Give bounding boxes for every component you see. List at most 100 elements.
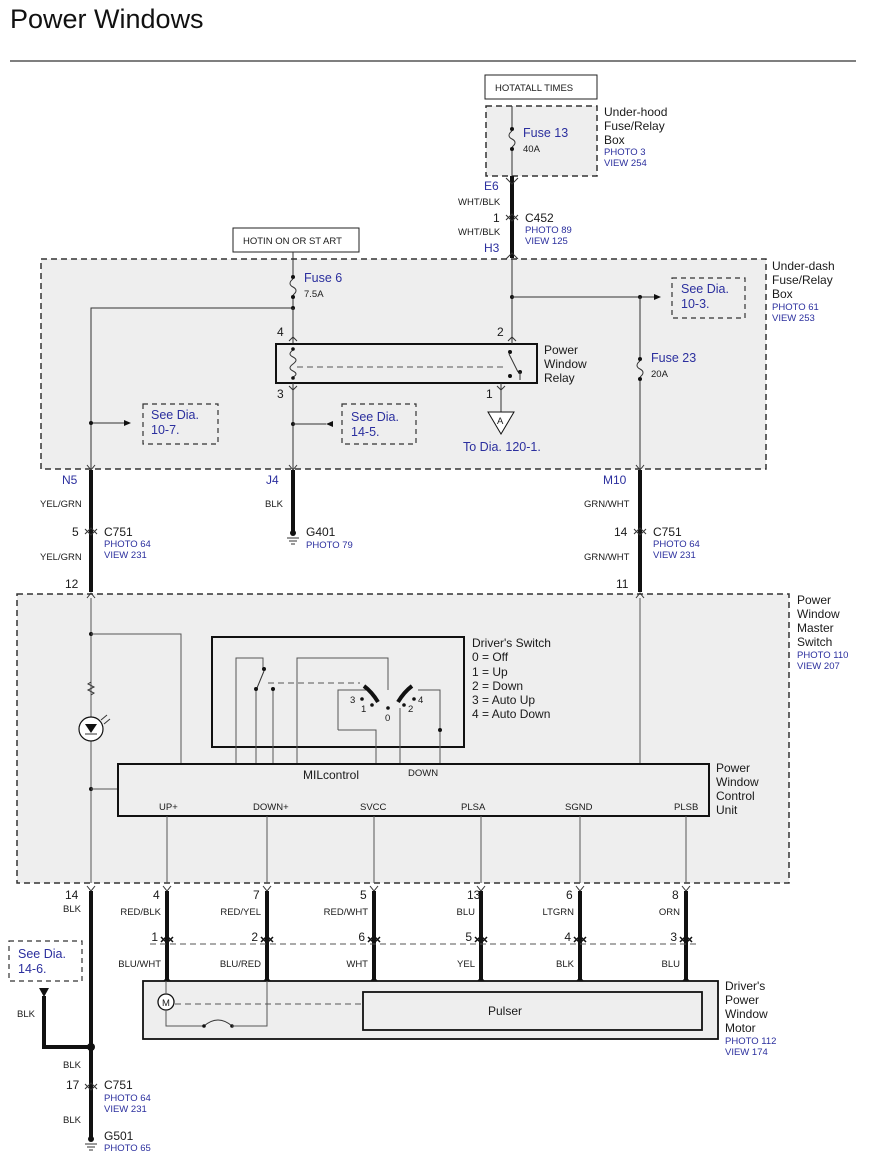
wire-to-ground: BLK [63,1115,82,1126]
lower-wire-pin: 13 [467,888,481,902]
relay-name-1: Power [544,343,578,357]
ref-14-5-line1: See Dia. [351,410,399,424]
g401-label: G401 [306,525,336,539]
fuse23-rating: 20A [651,369,669,380]
ground-splice-dot [87,1043,95,1051]
c751-ground-down [84,1083,98,1091]
c452-bottom-terminal [505,252,519,260]
c452-pin-bottom: H3 [484,241,500,255]
underdash-name-3: Box [772,287,793,301]
master-name-1: Power [797,593,831,607]
mid-wire: BLK [265,499,284,510]
relay-contact-arm [508,353,519,373]
control-name-4: Unit [716,803,738,817]
underhood-name-1: Under-hood [604,105,667,119]
sw-pos-4: 4 [418,695,423,706]
sw-pos-dot-1 [370,703,374,707]
indicator-led-rays [100,714,111,725]
j4-label: J4 [266,473,279,487]
ground-ref-letter: A [497,416,504,427]
hot-all-times-label: HOTATALL TIMES [495,83,573,94]
c751-left-up [84,527,98,535]
ref-14-5-line2: 14-5. [351,425,380,439]
c751-left-photo: PHOTO 64 [104,539,151,550]
motor-name-4: Motor [725,1021,756,1035]
lower-wire-bottom-color: YEL [457,959,475,970]
switch-legend-2: 2 = Down [472,679,523,693]
master-name-3: Master [797,621,834,635]
lower-wire-top-color: RED/BLK [120,907,161,918]
underdash-name-1: Under-dash [772,259,835,273]
ref-10-7-dot [89,421,93,425]
master-view: VIEW 207 [797,661,840,672]
terminal-down: DOWN+ [253,802,289,813]
switch-legend-3: 3 = Auto Up [472,693,535,707]
fuse6-rating: 7.5A [304,289,324,300]
lower-wire-pin: 8 [672,888,679,902]
sw-rocker-right [396,684,414,704]
sw-wire-h [418,689,441,764]
lower-wire-pin-terminal [369,885,379,892]
switch-legend-4: 4 = Auto Down [472,707,550,721]
lower-wire-connector-pin: 6 [358,930,365,944]
indicator-led-diode [85,724,97,733]
lower-connector-arrow-down [679,936,693,945]
lower-wire-top-color: RED/WHT [324,907,369,918]
lower-wire-bottom-color: BLK [556,959,575,970]
sw-contact-2 [254,687,258,691]
lower-wire-connector-pin: 3 [670,930,677,944]
motor-lead-right [232,981,268,1027]
sw-rocker-left [362,684,380,704]
sw-pos-3: 3 [350,695,355,706]
right-wire-bottom: GRN/WHT [584,552,630,563]
terminal-plsa: PLSA [461,802,486,813]
c452-pin-num: 1 [493,211,500,225]
lower-wire-bottom-color: BLU/WHT [118,959,161,970]
left-wire-top: YEL/GRN [40,499,82,510]
fuse6-label: Fuse 6 [304,271,342,285]
motor-name-2: Power [725,993,759,1007]
pulser-label: Pulser [488,1004,522,1018]
lower-wire-pin: 5 [360,888,367,902]
lower-wire-connector-pin: 5 [465,930,472,944]
relay-coil [289,349,297,378]
sw-pos-dot-0 [386,706,390,710]
motor-name-1: Driver's [725,979,765,993]
control-label: MILcontrol [303,768,359,782]
motor-breaker [203,1019,233,1027]
g501-photo: PHOTO 65 [104,1143,151,1154]
fuse13-label: Fuse 13 [523,126,568,140]
c452-top-terminal [505,177,519,185]
ref-10-7-box [142,403,219,445]
c751-ground-pin: 17 [66,1078,80,1092]
terminal-sgnd: SGND [565,802,593,813]
ref-10-3-line1: See Dia. [681,282,729,296]
c452-connector-arrow-up [505,213,519,221]
relay-pin-2: 2 [497,325,504,339]
control-name-1: Power [716,761,750,775]
left-pin-bottom: 12 [65,577,79,591]
lower-wire-pin-terminal [262,885,272,892]
motor-view: VIEW 174 [725,1047,768,1058]
indicator-resistor [86,681,96,696]
hot-in-on-box [232,227,360,253]
c452-photo: PHOTO 89 [525,225,572,236]
underdash-name-2: Fuse/Relay [772,273,833,287]
relay-pin-4: 4 [277,325,284,339]
pin14-label: 14 [65,888,79,902]
lower-wire-pin: 7 [253,888,260,902]
control-name-3: Control [716,789,755,803]
relay-contact-bottom [508,374,512,378]
fuse23-terminal-bottom [638,377,642,381]
c452-connector: C452 [525,211,554,225]
relay-name-3: Relay [544,371,575,385]
lower-connector-arrow-down [160,936,174,945]
hot-in-on-label: HOTIN ON OR ST ART [243,236,342,247]
c751-right-down [633,528,647,536]
master-name-4: Switch [797,635,832,649]
c751-right-view: VIEW 231 [653,550,696,561]
underhood-view: VIEW 254 [604,158,647,169]
g401-ground-dot [290,530,296,536]
c751-ground-view: VIEW 231 [104,1104,147,1115]
underhood-name-2: Fuse/Relay [604,119,665,133]
